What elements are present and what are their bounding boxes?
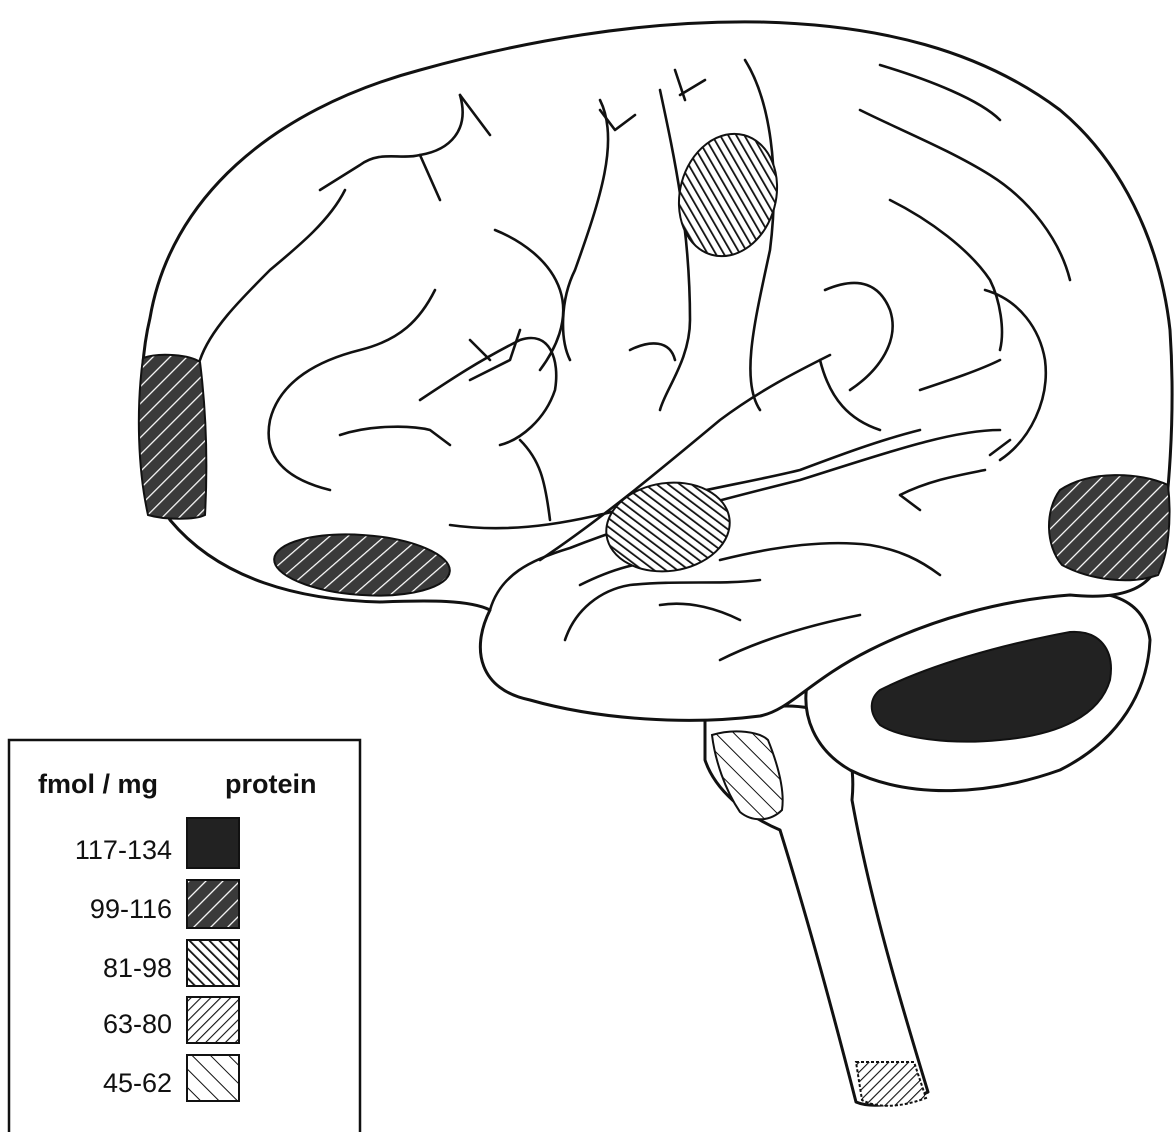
region-occipital (1049, 475, 1170, 580)
legend-unit-suffix: protein (225, 769, 317, 799)
legend-label-4: 63-80 (103, 1009, 172, 1039)
region-medulla (856, 1062, 926, 1106)
legend: fmol / mg protein 117-134 99-116 81-98 6… (9, 740, 360, 1132)
legend-label-1: 117-134 (75, 835, 172, 865)
region-frontal-pole (139, 355, 207, 519)
legend-label-3: 81-98 (103, 953, 172, 983)
legend-swatch-sparse-backslash (187, 1055, 239, 1101)
legend-swatch-solid (187, 818, 239, 868)
legend-label-2: 99-116 (90, 894, 172, 924)
legend-unit-label: fmol / mg (38, 769, 158, 799)
legend-swatch-dense-backslash (187, 940, 239, 986)
legend-swatch-dark-diagonal (187, 880, 239, 928)
legend-swatch-fine-diagonal (187, 997, 239, 1043)
legend-label-5: 45-62 (103, 1068, 172, 1098)
